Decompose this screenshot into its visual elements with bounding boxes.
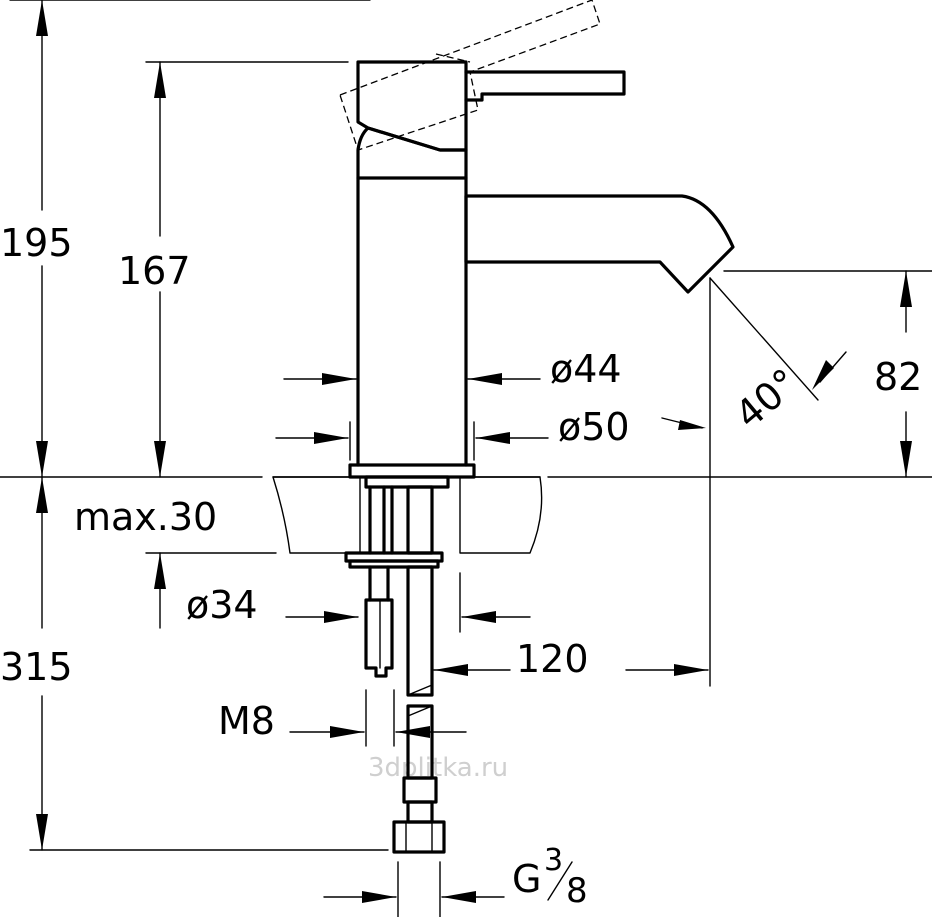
dim-m8: M8 [218, 689, 467, 747]
dim-g-3-8: G 3 8 [323, 843, 588, 917]
svg-text:82: 82 [874, 355, 922, 399]
dim-195: 195 [0, 0, 371, 478]
svg-text:ø50: ø50 [558, 405, 630, 449]
svg-text:167: 167 [118, 249, 191, 293]
dim-82: 82 [723, 270, 932, 478]
watermark-text: 3dplitka.ru [368, 753, 508, 783]
svg-text:max.30: max.30 [74, 495, 217, 539]
countertop-section [272, 476, 543, 554]
lever-open-position-dashed [339, 0, 601, 151]
dim-diameter-44: ø44 [283, 347, 622, 391]
svg-text:3: 3 [544, 843, 563, 878]
svg-text:8: 8 [566, 871, 588, 911]
dim-diameter-34: ø34 [154, 552, 531, 633]
dim-167: 167 [118, 61, 349, 478]
dim-diameter-50: ø50 [275, 405, 706, 461]
mounting-assembly [344, 475, 450, 854]
svg-text:315: 315 [0, 645, 73, 689]
svg-text:ø34: ø34 [186, 583, 258, 627]
dim-315: 315 [0, 476, 389, 851]
svg-text:40°: 40° [727, 360, 807, 437]
svg-text:120: 120 [516, 637, 589, 681]
svg-text:G: G [512, 857, 541, 901]
svg-text:195: 195 [0, 221, 73, 265]
dim-120: 120 [433, 637, 709, 681]
svg-text:ø44: ø44 [550, 347, 622, 391]
dim-angle-40: 40° [709, 277, 847, 437]
svg-text:M8: M8 [218, 699, 275, 743]
faucet-body [348, 60, 735, 479]
dim-max-30: max.30 [74, 495, 277, 554]
